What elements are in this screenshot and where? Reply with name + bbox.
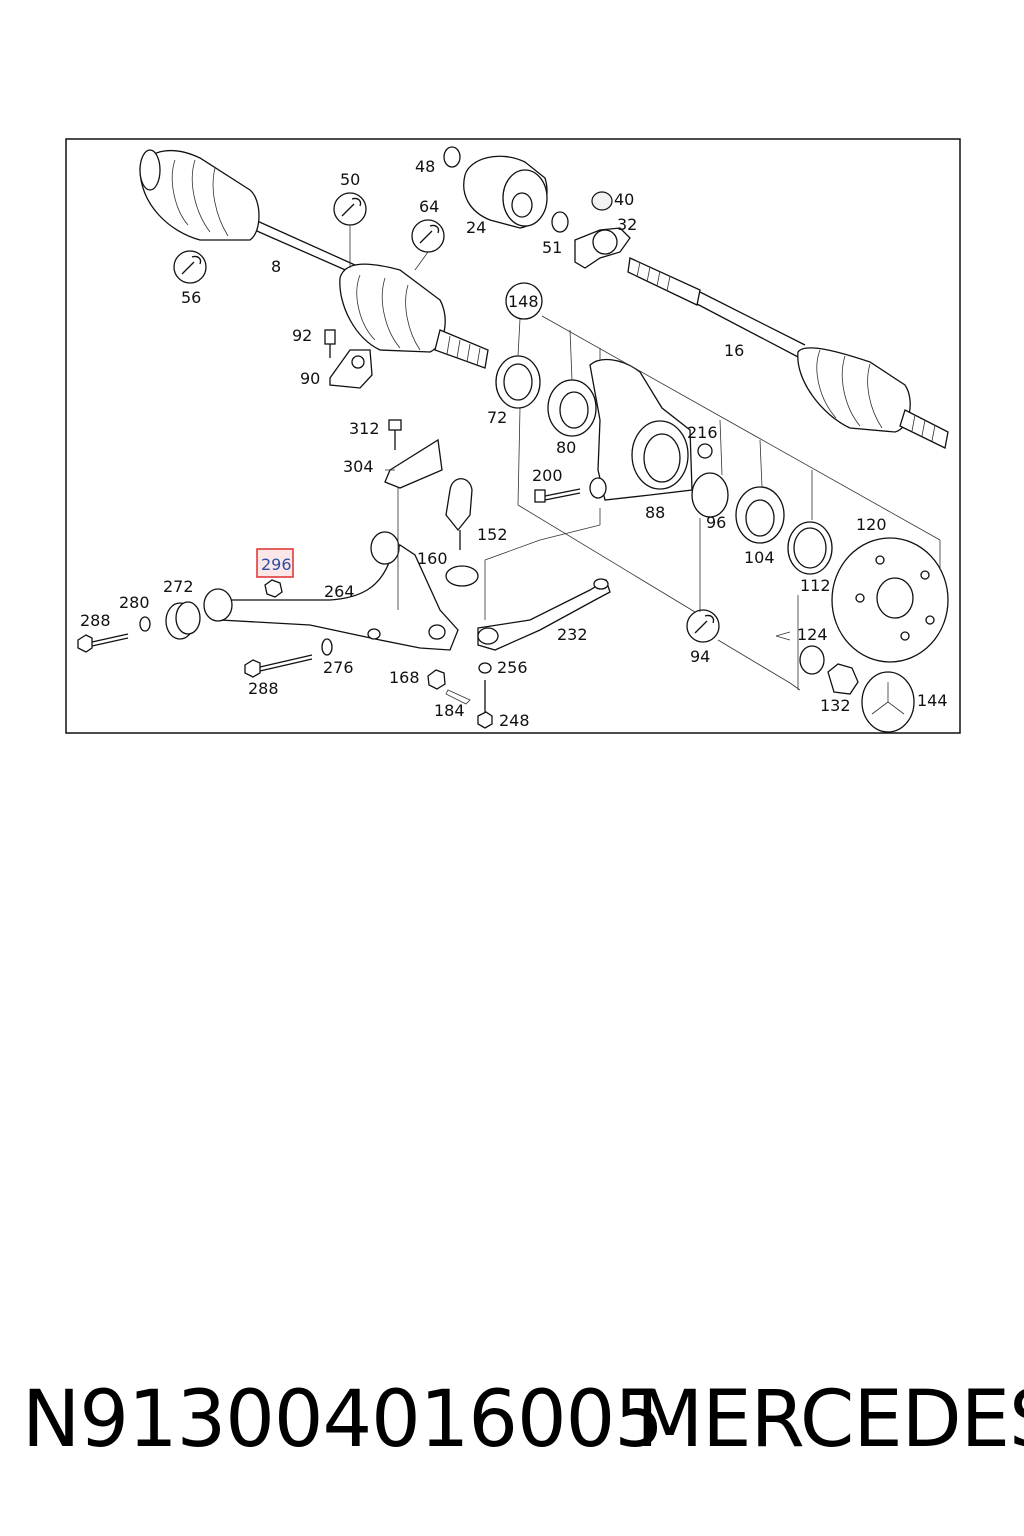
part-label[interactable]: 272 — [163, 577, 194, 596]
highlight-box — [256, 548, 294, 578]
part-label[interactable]: 96 — [706, 513, 726, 532]
part-label[interactable]: 276 — [323, 658, 354, 677]
part-label[interactable]: 200 — [532, 466, 563, 485]
part-label[interactable]: 24 — [466, 218, 486, 237]
part-label[interactable]: 132 — [820, 696, 851, 715]
part-label[interactable]: 80 — [556, 438, 576, 457]
wrench-icon — [333, 192, 367, 226]
part-label[interactable]: 88 — [645, 503, 665, 522]
control-arm — [77, 419, 611, 729]
drive-shaft-left — [139, 149, 489, 369]
part-label[interactable]: 104 — [744, 548, 775, 567]
part-label[interactable]: 64 — [419, 197, 439, 216]
bracket-parts — [324, 329, 373, 389]
wrench-icon — [686, 609, 720, 643]
part-label[interactable]: 120 — [856, 515, 887, 534]
part-label[interactable]: 152 — [477, 525, 508, 544]
part-label[interactable]: 56 — [181, 288, 201, 307]
part-label-highlighted[interactable]: 296 — [261, 555, 292, 574]
part-label[interactable]: 160 — [417, 549, 448, 568]
part-label[interactable]: 256 — [497, 658, 528, 677]
part-label[interactable]: 94 — [690, 647, 710, 666]
wrench-icons — [173, 192, 720, 643]
part-label[interactable]: 124 — [797, 625, 828, 644]
part-label[interactable]: 112 — [800, 576, 831, 595]
diagram-frame — [65, 138, 961, 734]
part-label[interactable]: 48 — [415, 157, 435, 176]
part-label[interactable]: 16 — [724, 341, 744, 360]
drive-shaft-right — [627, 257, 949, 449]
part-label[interactable]: 248 — [499, 711, 530, 730]
part-label[interactable]: 312 — [349, 419, 380, 438]
part-labels: 8 16 24 32 40 48 50 51 56 64 72 80 88 90… — [80, 157, 948, 730]
part-label[interactable]: 72 — [487, 408, 507, 427]
part-label[interactable]: 304 — [343, 457, 374, 476]
part-label[interactable]: 50 — [340, 170, 360, 189]
footer: N913004016005 MERCEDES — [0, 1370, 1024, 1480]
part-label[interactable]: 216 — [687, 423, 718, 442]
part-label[interactable]: 8 — [271, 257, 281, 276]
part-label[interactable]: 144 — [917, 691, 948, 710]
wrench-icon — [411, 219, 445, 253]
wheel-hub — [827, 537, 949, 733]
part-label[interactable]: 280 — [119, 593, 150, 612]
part-label[interactable]: 90 — [300, 369, 320, 388]
parts-diagram: 8 16 24 32 40 48 50 51 56 64 72 80 88 90… — [65, 138, 961, 734]
wrench-icon — [173, 250, 207, 284]
part-label[interactable]: 184 — [434, 701, 465, 720]
part-label[interactable]: 92 — [292, 326, 312, 345]
part-label[interactable]: 264 — [324, 582, 355, 601]
steering-knuckle — [495, 355, 833, 675]
part-label[interactable]: 232 — [557, 625, 588, 644]
brand-name: MERCEDES — [636, 1375, 1024, 1465]
part-label[interactable]: 288 — [80, 611, 111, 630]
leader-lines — [385, 282, 941, 691]
part-label[interactable]: 40 — [614, 190, 634, 209]
part-label[interactable]: 51 — [542, 238, 562, 257]
part-number: N913004016005 — [22, 1375, 664, 1465]
joint-parts — [443, 146, 631, 269]
part-label[interactable]: 148 — [508, 292, 539, 311]
part-label[interactable]: 288 — [248, 679, 279, 698]
part-label[interactable]: 32 — [617, 215, 637, 234]
part-label[interactable]: 168 — [389, 668, 420, 687]
